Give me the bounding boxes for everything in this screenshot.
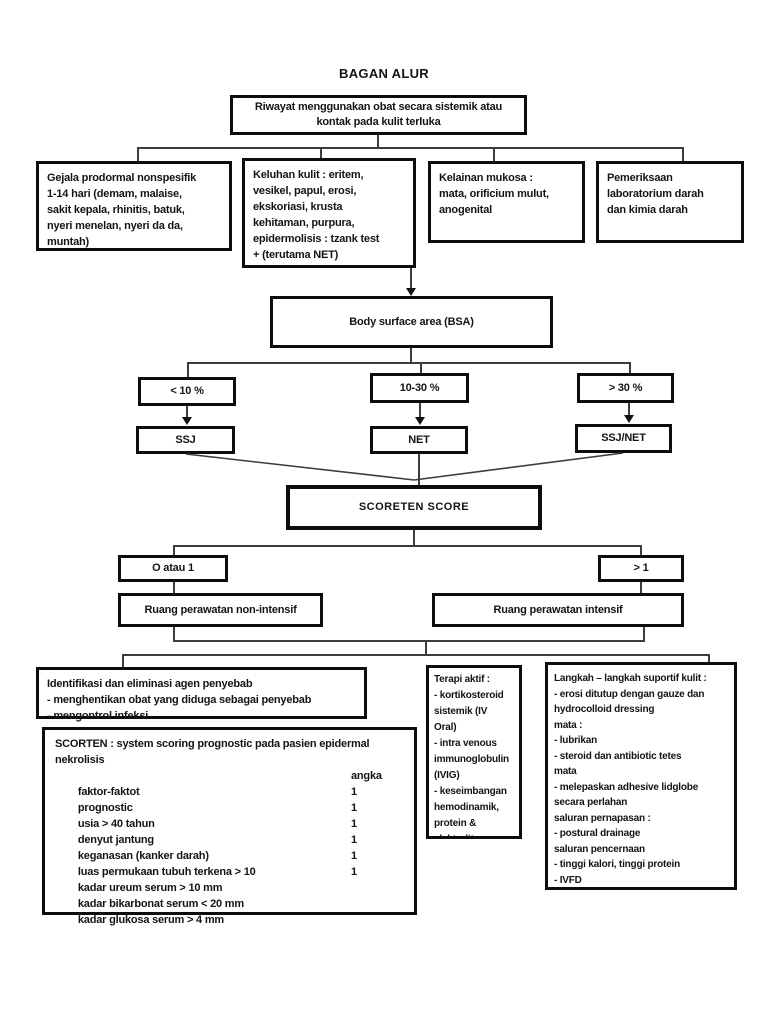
node-keluhan-kulit: Keluhan kulit : eritem, vesikel, papul, … bbox=[242, 158, 416, 268]
table-row: keganasan (kanker darah) 1 bbox=[55, 832, 404, 862]
node-scorten-table: SCORTEN : system scoring prognostic pada… bbox=[42, 727, 417, 926]
scorten-row-label: kadar bikarbonat serum < 20 mm bbox=[77, 898, 244, 910]
connector-line bbox=[137, 147, 683, 149]
arrow-down-icon bbox=[415, 417, 425, 425]
connector-line bbox=[643, 627, 645, 640]
table-row: usia > 40 tahun 1 bbox=[55, 800, 404, 830]
scorten-row-label: kadar ureum serum > 10 mm bbox=[77, 882, 223, 894]
node-identifikasi-eliminasi: Identifikasi dan eliminasi agen penyebab… bbox=[36, 667, 367, 722]
connector-line bbox=[122, 654, 124, 667]
connector-line bbox=[320, 147, 322, 158]
node-ward-non-intensive: Ruang perawatan non-intensif bbox=[118, 593, 323, 627]
scorten-row-value: 1 bbox=[351, 866, 357, 878]
connector-line bbox=[629, 362, 631, 373]
connector-line bbox=[410, 348, 412, 362]
node-scoreten-score: SCORETEN SCORE bbox=[286, 485, 542, 530]
connector-line bbox=[640, 545, 642, 555]
page-title: BAGAN ALUR bbox=[339, 66, 429, 81]
table-row: kadar ureum serum > 10 mm 1 bbox=[55, 864, 404, 894]
scorten-row-label: denyut jantung bbox=[77, 834, 154, 846]
scorten-row-label: faktor-faktot bbox=[77, 786, 140, 798]
connector-line bbox=[425, 640, 427, 654]
connector-line bbox=[682, 147, 684, 161]
table-row: luas permukaan tubuh terkena > 10 1 bbox=[55, 848, 404, 878]
table-row: prognostic 1 bbox=[55, 784, 404, 814]
connector-line bbox=[173, 640, 645, 642]
connector-line bbox=[122, 654, 710, 656]
arrow-down-icon bbox=[406, 288, 416, 296]
connector-line bbox=[420, 362, 422, 373]
node-langkah-suportif: Langkah – langkah suportif kulit : - ero… bbox=[545, 662, 737, 890]
node-pemeriksaan-lab: Pemeriksaan laboratorium darah dan kimia… bbox=[596, 161, 744, 243]
node-bsa-lt10: < 10 % bbox=[138, 377, 236, 406]
connector-line bbox=[493, 147, 495, 161]
connector-line bbox=[173, 545, 642, 547]
table-row: kadar glukosa serum > 4 mm bbox=[55, 896, 404, 926]
connector-line bbox=[186, 406, 188, 418]
node-bsa-10-30: 10-30 % bbox=[370, 373, 469, 403]
connector-line bbox=[413, 530, 415, 545]
scorten-row-label: usia > 40 tahun bbox=[77, 818, 155, 830]
scorten-row-value: 1 bbox=[351, 786, 357, 798]
node-terapi-aktif: Terapi aktif : - kortikosteroid sistemik… bbox=[426, 665, 522, 839]
node-gejala-prodormal: Gejala prodormal nonspesifik 1-14 hari (… bbox=[36, 161, 232, 251]
connector-line bbox=[640, 582, 642, 593]
scorten-row-value: 1 bbox=[351, 802, 357, 814]
scorten-row-label: kadar glukosa serum > 4 mm bbox=[77, 914, 224, 926]
table-row: faktor-faktot angka bbox=[55, 768, 404, 798]
scorten-row-value: 1 bbox=[351, 834, 357, 846]
node-dx-ssj: SSJ bbox=[136, 426, 235, 454]
connector-line bbox=[708, 654, 710, 662]
connector-line bbox=[187, 362, 189, 377]
table-row: kadar bikarbonat serum < 20 mm bbox=[55, 880, 404, 910]
node-riwayat-obat: Riwayat menggunakan obat secara sistemik… bbox=[230, 95, 527, 135]
node-kelainan-mukosa: Kelainan mukosa : mata, orificium mulut,… bbox=[428, 161, 585, 243]
node-ward-intensive: Ruang perawatan intensif bbox=[432, 593, 684, 627]
node-bsa: Body surface area (BSA) bbox=[270, 296, 553, 348]
connector-line bbox=[137, 147, 139, 161]
scorten-row-label: prognostic bbox=[77, 802, 133, 814]
connector-line bbox=[173, 545, 175, 555]
arrow-down-icon bbox=[624, 415, 634, 423]
scorten-row-label: luas permukaan tubuh terkena > 10 bbox=[77, 866, 256, 878]
node-score-gt1: > 1 bbox=[598, 555, 684, 582]
node-dx-net: NET bbox=[370, 426, 468, 454]
connector-line bbox=[187, 362, 631, 364]
connector-line bbox=[173, 582, 175, 593]
scorten-table-body: SCORTEN : system scoring prognostic pada… bbox=[45, 730, 414, 926]
converging-connector-lines bbox=[185, 452, 624, 481]
connector-line bbox=[173, 627, 175, 640]
scorten-row-label: keganasan (kanker darah) bbox=[77, 850, 209, 862]
scorten-row-value: angka bbox=[351, 770, 382, 782]
node-score-0-or-1: O atau 1 bbox=[118, 555, 228, 582]
node-bsa-gt30: > 30 % bbox=[577, 373, 674, 403]
arrow-down-icon bbox=[182, 417, 192, 425]
connector-line bbox=[418, 454, 420, 485]
connector-line bbox=[419, 403, 421, 418]
connector-line bbox=[410, 268, 412, 289]
connector-line bbox=[628, 403, 630, 416]
table-row: denyut jantung 1 bbox=[55, 816, 404, 846]
scorten-table-title: SCORTEN : system scoring prognostic pada… bbox=[55, 738, 370, 766]
node-dx-ssj-net: SSJ/NET bbox=[575, 424, 672, 453]
scorten-row-value: 1 bbox=[351, 850, 357, 862]
scorten-row-value: 1 bbox=[351, 818, 357, 830]
connector-line bbox=[377, 135, 379, 147]
